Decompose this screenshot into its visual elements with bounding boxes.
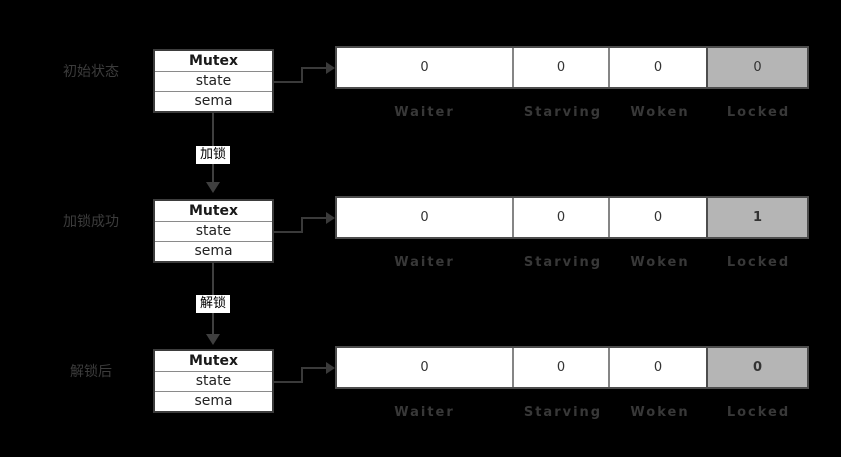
stage-row-locked: 加锁成功 Mutex state sema 0 0 0 1 Waiter Sta… — [0, 196, 841, 346]
woken-value-cell: 0 — [610, 348, 706, 387]
connector-line — [301, 217, 303, 233]
mutex-title: Mutex — [188, 203, 239, 219]
bar-captions: Waiter Starving Woken Locked — [335, 405, 809, 420]
connector-line — [301, 367, 303, 383]
mutex-struct-box: Mutex state sema — [153, 199, 274, 263]
waiter-value-cell: 0 — [337, 348, 514, 387]
mutex-struct-box: Mutex state sema — [153, 349, 274, 413]
woken-value-cell: 0 — [610, 198, 706, 237]
mutex-title: Mutex — [188, 353, 239, 369]
arrow-down-icon — [206, 182, 220, 193]
mutex-struct-box: Mutex state sema — [153, 49, 274, 113]
connector-line — [301, 67, 327, 69]
connector-line — [301, 67, 303, 83]
mutex-title: Mutex — [188, 53, 239, 69]
transition-label-unlock: 解锁 — [196, 295, 230, 313]
stage-label: 解锁后 — [70, 364, 112, 380]
starving-value-cell: 0 — [514, 48, 610, 87]
caption-locked: Locked — [726, 255, 791, 270]
caption-starving: Starving — [523, 105, 603, 120]
caption-starving: Starving — [523, 405, 603, 420]
state-bits-bar: 0 0 0 0 — [335, 346, 809, 389]
waiter-value-cell: 0 — [337, 48, 514, 87]
state-bits-bar: 0 0 0 0 — [335, 46, 809, 89]
mutex-field-state: state — [155, 71, 272, 91]
arrow-right-icon — [326, 212, 335, 224]
caption-waiter: Waiter — [394, 405, 455, 420]
bar-captions: Waiter Starving Woken Locked — [335, 105, 809, 120]
caption-woken: Woken — [630, 405, 690, 420]
starving-value-cell: 0 — [514, 348, 610, 387]
mutex-field-sema: sema — [155, 241, 272, 261]
stage-label: 加锁成功 — [63, 214, 119, 230]
connector-line — [301, 217, 327, 219]
state-bits-bar: 0 0 0 1 — [335, 196, 809, 239]
transition-label-lock: 加锁 — [196, 146, 230, 164]
waiter-value-cell: 0 — [337, 198, 514, 237]
caption-locked: Locked — [726, 105, 791, 120]
connector-line — [301, 367, 327, 369]
caption-locked: Locked — [726, 405, 791, 420]
locked-value-cell: 1 — [706, 198, 807, 237]
locked-value-cell: 0 — [706, 348, 807, 387]
starving-value-cell: 0 — [514, 198, 610, 237]
mutex-field-state: state — [155, 371, 272, 391]
arrow-right-icon — [326, 62, 335, 74]
connector-line — [274, 381, 303, 383]
mutex-field-sema: sema — [155, 391, 272, 411]
caption-woken: Woken — [630, 255, 690, 270]
stage-label: 初始状态 — [63, 64, 119, 80]
caption-waiter: Waiter — [394, 105, 455, 120]
woken-value-cell: 0 — [610, 48, 706, 87]
caption-waiter: Waiter — [394, 255, 455, 270]
bar-captions: Waiter Starving Woken Locked — [335, 255, 809, 270]
mutex-field-state: state — [155, 221, 272, 241]
stage-row-initial: 初始状态 Mutex state sema 0 0 0 0 Waiter Sta… — [0, 46, 841, 196]
stage-row-unlocked: 解锁后 Mutex state sema 0 0 0 0 Waiter Star… — [0, 346, 841, 457]
connector-line — [274, 81, 303, 83]
caption-woken: Woken — [630, 105, 690, 120]
mutex-field-sema: sema — [155, 91, 272, 111]
arrow-right-icon — [326, 362, 335, 374]
arrow-down-icon — [206, 334, 220, 345]
connector-line — [274, 231, 303, 233]
locked-value-cell: 0 — [706, 48, 807, 87]
caption-starving: Starving — [523, 255, 603, 270]
